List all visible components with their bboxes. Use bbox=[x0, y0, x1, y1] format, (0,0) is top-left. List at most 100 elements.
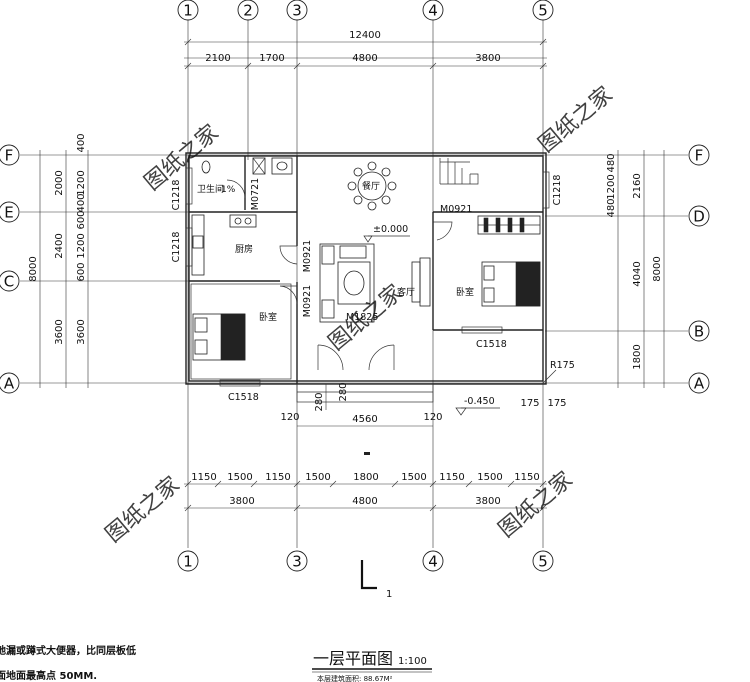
dim-top-4: 3800 bbox=[475, 53, 500, 64]
room-bed-left: 卧室 bbox=[259, 311, 277, 323]
dim-bottom-4: 1500 bbox=[305, 472, 330, 483]
code-c1218-c: C1218 bbox=[552, 175, 563, 206]
axis-bubbles-bottom: 1 3 4 5 bbox=[177, 550, 554, 572]
axis-bottom-1: 1 bbox=[183, 553, 193, 571]
dim-bottom-seg-2: 4800 bbox=[352, 496, 377, 507]
axis-left-A: A bbox=[4, 375, 15, 393]
dim-left-in-2: 1200 bbox=[76, 170, 87, 195]
code-m1825: M1825 bbox=[346, 312, 378, 323]
dim-bottom-3: 1150 bbox=[265, 472, 290, 483]
walls bbox=[185, 152, 547, 403]
dining-table bbox=[347, 161, 397, 211]
code-m0921-b: M0921 bbox=[302, 285, 313, 317]
axis-left-E: E bbox=[4, 204, 13, 222]
axis-bubbles-left: F E C A bbox=[0, 144, 20, 394]
dim-bottom-7: 1150 bbox=[439, 472, 464, 483]
dim-left-in-6: 600 bbox=[76, 262, 87, 281]
dim-left-in-4: 600 bbox=[76, 210, 87, 229]
dim-left-3: 3600 bbox=[54, 319, 65, 344]
stairs bbox=[439, 158, 479, 185]
dim-left-in-7: 3600 bbox=[76, 319, 87, 344]
axis-bottom-4: 4 bbox=[428, 553, 438, 571]
axis-bottom-5: 5 bbox=[538, 553, 548, 571]
code-m0921-top: M0921 bbox=[440, 204, 472, 215]
dim-porch-v1: 280 bbox=[314, 392, 325, 411]
dim-porch-v2: 280 bbox=[338, 382, 349, 401]
dim-top-total: 12400 bbox=[349, 30, 381, 41]
left-bedroom-furniture bbox=[192, 313, 246, 361]
slope-label: 1% bbox=[221, 185, 236, 195]
dim-left-1: 2000 bbox=[54, 170, 65, 195]
axis-top-4: 4 bbox=[428, 2, 438, 20]
opening-codes: C1218 C1218 C1218 M0721 M0921 M0921 M092… bbox=[171, 175, 575, 403]
axis-right-D: D bbox=[693, 208, 705, 226]
dim-left-in-5: 1200 bbox=[76, 233, 87, 258]
dim-bottom-1: 1150 bbox=[191, 472, 216, 483]
dim-left-in-1: 400 bbox=[76, 133, 87, 152]
dim-bottom-8: 1500 bbox=[477, 472, 502, 483]
dim-top-3: 4800 bbox=[352, 53, 377, 64]
axis-bubbles-top: 1 2 3 4 5 bbox=[177, 0, 554, 21]
axis-bubbles-right: F D B A bbox=[688, 144, 710, 394]
code-m0721: M0721 bbox=[250, 178, 261, 210]
room-living: 客厅 bbox=[397, 286, 415, 298]
dim-bottom-seg-1: 3800 bbox=[229, 496, 254, 507]
dim-right-total: 8000 bbox=[652, 256, 663, 281]
dim-left-2: 2400 bbox=[54, 233, 65, 258]
axis-right-A: A bbox=[694, 375, 705, 393]
dim-bottom-5: 1800 bbox=[353, 472, 378, 483]
room-labels: 卫生间 餐厅 厨房 客厅 卧室 卧室 1% bbox=[197, 180, 474, 323]
porch-dimensions: 120 4560 120 280 280 175 175 bbox=[280, 382, 567, 455]
dim-bottom-2: 1500 bbox=[227, 472, 252, 483]
kitchen-fixtures bbox=[191, 214, 257, 276]
axis-top-1: 1 bbox=[183, 2, 193, 20]
axis-right-F: F bbox=[695, 147, 704, 165]
dim-porch-mid: 4560 bbox=[352, 414, 377, 425]
watermark-4: 图纸之家 bbox=[101, 472, 184, 548]
dim-right-in-1: 480 bbox=[606, 153, 617, 172]
dim-bottom-seg-3: 3800 bbox=[475, 496, 500, 507]
right-bedroom-furniture bbox=[477, 215, 541, 307]
watermark-2: 图纸之家 bbox=[534, 82, 617, 158]
code-c1518-left: C1518 bbox=[228, 392, 259, 403]
axis-left-C: C bbox=[4, 273, 14, 291]
room-bath: 卫生间 bbox=[197, 183, 224, 195]
right-dimensions: 480 1200 480 2160 4040 1800 8000 bbox=[606, 150, 665, 388]
dim-right-1: 2160 bbox=[632, 173, 643, 198]
dim-porch-right: 120 bbox=[423, 412, 442, 423]
dim-corner-2: 175 bbox=[547, 398, 566, 409]
dim-right-2: 4040 bbox=[632, 261, 643, 286]
axis-top-3: 3 bbox=[292, 2, 302, 20]
room-dining: 餐厅 bbox=[362, 180, 380, 192]
room-kitchen: 厨房 bbox=[235, 243, 253, 255]
dim-corner-1: 175 bbox=[520, 398, 539, 409]
drawing-title: 一层平面图 bbox=[313, 649, 393, 668]
bottom-dimensions: 1150 1500 1150 1500 1800 1500 1150 1500 … bbox=[184, 472, 547, 512]
axis-right-B: B bbox=[694, 323, 704, 341]
level-floor: ±0.000 bbox=[373, 224, 408, 235]
drawing-area: 本层建筑面积: 88.67M² bbox=[317, 674, 393, 682]
watermark-3: 图纸之家 bbox=[324, 280, 407, 356]
drawing-scale: 1:100 bbox=[398, 656, 427, 667]
section-mark: 1 bbox=[360, 560, 392, 600]
doors bbox=[226, 179, 453, 371]
axis-top-2: 2 bbox=[243, 2, 253, 20]
dim-right-in-2: 1200 bbox=[606, 174, 617, 199]
dim-bottom-9: 1150 bbox=[514, 472, 539, 483]
axis-left-F: F bbox=[5, 147, 14, 165]
axis-bottom-3: 3 bbox=[292, 553, 302, 571]
axis-top-5: 5 bbox=[538, 2, 548, 20]
dim-top-2: 1700 bbox=[259, 53, 284, 64]
dim-bottom-6: 1500 bbox=[401, 472, 426, 483]
top-dimensions: 12400 2100 1700 4800 3800 bbox=[184, 30, 547, 70]
level-outside: -0.450 bbox=[464, 396, 495, 407]
dim-right-in-3: 480 bbox=[606, 198, 617, 217]
dim-left-total: 8000 bbox=[28, 256, 39, 281]
left-dimensions: 8000 2000 2400 3600 400 1200 400 600 120… bbox=[28, 133, 89, 388]
room-bed-right: 卧室 bbox=[456, 286, 474, 298]
note-line-1: 地漏或蹲式大便器，比同层板低 bbox=[0, 644, 136, 657]
dim-porch-left: 120 bbox=[280, 412, 299, 423]
section-number: 1 bbox=[386, 589, 392, 600]
dim-left-in-3: 400 bbox=[76, 193, 87, 212]
